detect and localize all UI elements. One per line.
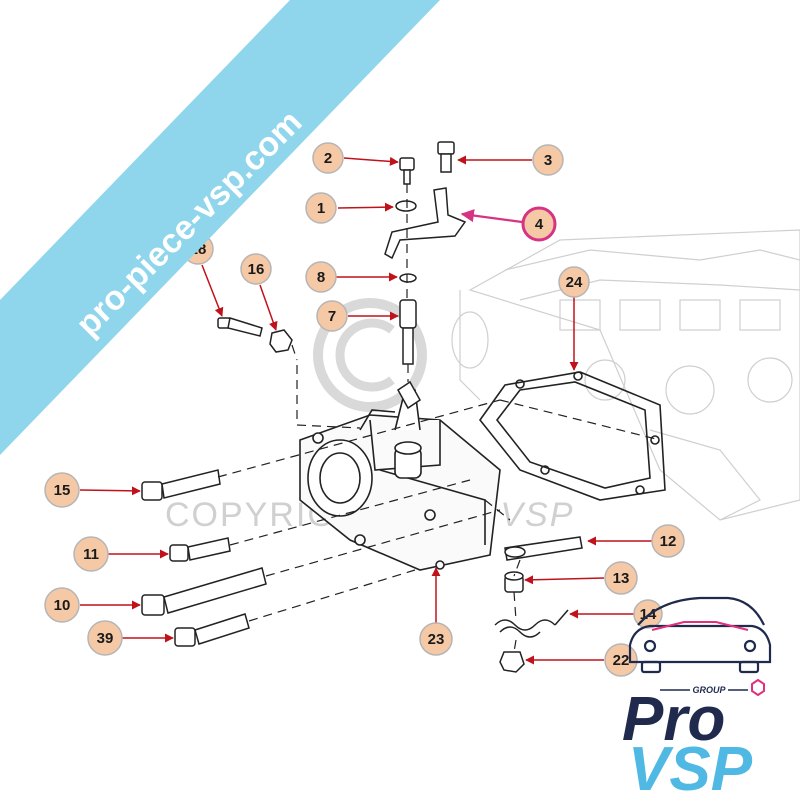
callout-22: 22 [604, 643, 638, 677]
svg-text:8: 8 [317, 269, 325, 286]
svg-text:10: 10 [54, 597, 71, 614]
svg-text:23: 23 [428, 631, 445, 648]
car-outline-icon [628, 596, 772, 674]
callout-1: 1 [305, 192, 337, 224]
svg-text:2: 2 [324, 150, 332, 167]
svg-text:24: 24 [566, 274, 583, 291]
svg-text:1: 1 [317, 200, 325, 217]
throttle-housing [299, 389, 501, 571]
callout-24: 24 [558, 266, 590, 298]
svg-text:11: 11 [83, 546, 99, 563]
svg-text:13: 13 [613, 570, 630, 587]
leader-arrows [79, 155, 652, 665]
logo-pro-text: Pro [622, 685, 725, 754]
highlight-arrow [460, 209, 523, 224]
callout-10: 10 [44, 587, 80, 623]
callout-11: 11 [73, 536, 109, 572]
callout-12: 12 [651, 524, 685, 558]
assembly-lines [217, 184, 661, 653]
svg-text:12: 12 [660, 533, 677, 550]
svg-text:3: 3 [544, 152, 552, 169]
logo-group-text: GROUP [692, 685, 726, 695]
svg-text:4: 4 [535, 216, 544, 233]
engine-block-ghost [451, 229, 800, 521]
logo-vsp-text: VSP [628, 735, 753, 800]
svg-text:22: 22 [613, 652, 630, 669]
callout-16: 16 [240, 253, 272, 285]
callout-2: 2 [312, 142, 344, 174]
callout-15: 15 [44, 472, 80, 508]
callout-4: 4 [521, 206, 557, 242]
callout-7: 7 [316, 300, 348, 332]
spring-kit [494, 536, 583, 673]
callout-8: 8 [305, 261, 337, 293]
callout-13: 13 [604, 561, 638, 595]
svg-text:15: 15 [54, 482, 71, 499]
long-bolts [141, 317, 293, 647]
svg-text:7: 7 [328, 308, 336, 325]
provsp-logo: GROUP Pro VSP [622, 596, 772, 800]
svg-text:16: 16 [248, 261, 265, 278]
gasket-part [478, 371, 666, 501]
callout-3: 3 [532, 144, 564, 176]
svg-text:39: 39 [97, 630, 114, 647]
shaft-parts [384, 141, 467, 410]
callout-23: 23 [419, 622, 453, 656]
callout-39: 39 [87, 620, 123, 656]
